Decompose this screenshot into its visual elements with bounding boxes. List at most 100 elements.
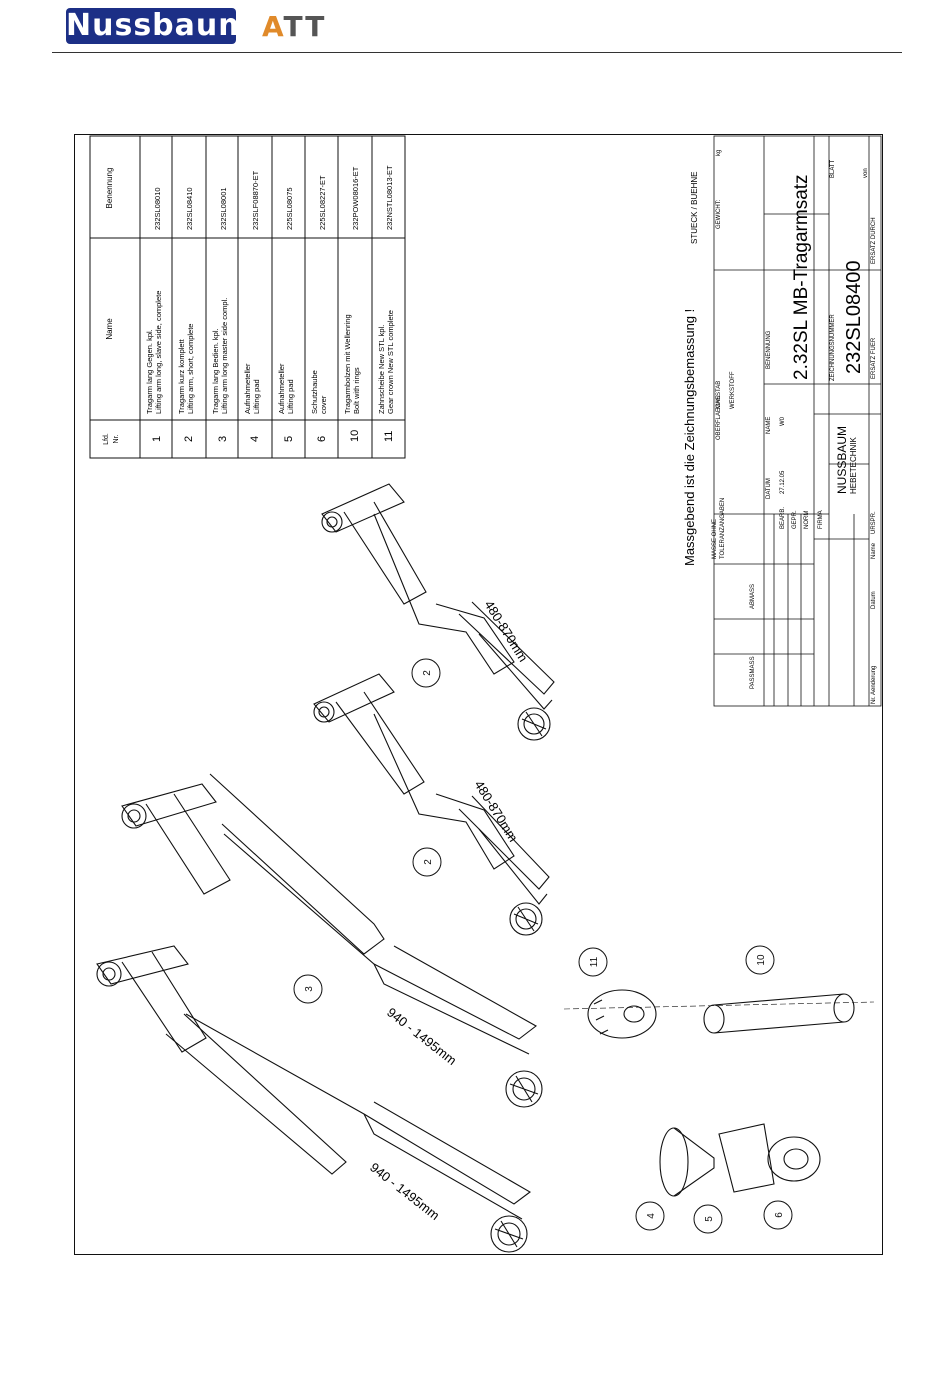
label-ersatz-fuer: ERSATZ FUER <box>871 337 877 379</box>
label-datum-row: Datum <box>871 591 877 609</box>
callout-10-label: 10 <box>756 954 767 966</box>
part-name-de: Schutzhaube <box>310 370 319 414</box>
part-code: 232SL08010 <box>153 187 162 230</box>
label-masse-ohne: MASSE OHNE <box>712 519 718 559</box>
label-blatt: BLATT <box>830 159 836 178</box>
drawing-number: 232SL08400 <box>843 261 865 374</box>
callout-2-mid-circle <box>412 847 442 877</box>
part-code: 225SL08227-ET <box>318 175 327 230</box>
label-gepr: GEPR. <box>792 510 798 529</box>
callout-4-label: 4 <box>646 1213 657 1219</box>
part-number: 3 <box>217 436 229 442</box>
part-name-de: Aufnahmeteller <box>243 363 252 414</box>
company-subtitle: HEBETECHNIK <box>849 436 858 494</box>
part-number: 2 <box>183 436 195 442</box>
parts-table: Benennung Name Lfd. Nr. 232SL08010Tragar… <box>89 135 406 459</box>
label-nr-aenderung: Nr. Aenderung <box>871 666 877 704</box>
long-arm-1 <box>96 945 531 1253</box>
part-name-en: Lifting arm long master side compl. <box>220 298 229 414</box>
dim-long-arm-1: 940 - 1495mm <box>367 1160 442 1223</box>
att-logo: ATT <box>262 10 327 43</box>
gear-crown <box>587 989 657 1039</box>
nussbaum-logo: Nussbaum <box>66 8 251 44</box>
label-name: NAME <box>766 417 772 434</box>
lifting-pad <box>659 1127 715 1197</box>
header-rule <box>52 52 902 53</box>
part-name-en: Lifting pad <box>252 379 261 414</box>
label-toleranzangaben: TOLERANZANGABEN <box>720 498 726 559</box>
header-number-nr: Nr. <box>113 434 120 443</box>
part-code: 232POW08016-ET <box>351 166 360 230</box>
callout-6-circle <box>763 1200 793 1230</box>
part-name-en: Lifting arm long, slave side, complete <box>154 291 163 414</box>
label-werkstoff: WERKSTOFF <box>730 371 736 409</box>
part-name-en: Bolt with rings <box>352 367 361 414</box>
pad-insert <box>718 1123 775 1193</box>
drawing-notice: Massgebend ist die Zeichnungsbemassung ! <box>682 309 697 566</box>
part-name-de: Tragarm lang Gegen. kpl. <box>145 329 154 414</box>
long-arm-3 <box>121 773 543 1108</box>
part-code: 232SL08410 <box>185 187 194 230</box>
label-benennung: BENENNUNG <box>766 330 772 369</box>
header-number-lfd: Lfd. <box>103 433 110 445</box>
label-name-row: Name <box>871 542 877 559</box>
dimension-labels: 480-870mm 480-870mm 940 - 1495mm 940 - 1… <box>367 598 531 1223</box>
dim-long-arm-3: 940 - 1495mm <box>384 1005 459 1068</box>
part-name-en: Lifting pad <box>286 379 295 414</box>
callout-3-circle <box>293 974 323 1004</box>
label-passmass: PASSMASS <box>750 656 756 689</box>
part-code: 232SL08001 <box>219 187 228 230</box>
cover <box>767 1136 821 1182</box>
callout-10-circle <box>745 945 775 975</box>
label-gewicht: GEWICHT: <box>716 199 722 229</box>
label-norm: NORM <box>804 511 810 529</box>
part-name-en: Lifting arm, short, complete <box>186 324 195 414</box>
label-zeichnungsnummer: ZEICHNUNGSNUMMER <box>830 314 836 381</box>
drawing-title: 2.32SL MB-Tragarmsatz <box>791 174 812 380</box>
label-datum: DATUM <box>766 478 772 499</box>
part-number: 4 <box>249 436 261 442</box>
label-stueck: STUECK / BUEHNE <box>690 172 699 244</box>
header-name: Name <box>105 318 114 340</box>
bolt-with-rings <box>563 993 875 1034</box>
header-designation: Benennung <box>105 168 114 209</box>
label-oberflaeche: OBERFLAECHE <box>716 395 722 440</box>
callout-2-mid-label: 2 <box>423 859 434 865</box>
bearb-date: 27.12.05 <box>780 470 786 494</box>
title-block-text: STUECK / BUEHNE GEWICHT: kg MASSTAB OBER… <box>690 150 877 704</box>
bearb-name: W0 <box>780 416 786 426</box>
callout-3-label: 3 <box>304 986 315 992</box>
part-name-de: Zahnscheibe New STL kpl. <box>377 325 386 414</box>
callout-2-top-circle <box>411 658 441 688</box>
part-number: 10 <box>349 430 361 442</box>
title-block <box>713 135 882 707</box>
callout-6-label: 6 <box>774 1212 785 1218</box>
label-kg: kg <box>716 150 722 156</box>
short-arm-mid <box>313 673 550 936</box>
part-number: 11 <box>383 431 395 442</box>
callout-2-top-label: 2 <box>422 670 433 676</box>
part-code: 225SL08075 <box>285 187 294 230</box>
callout-4-circle <box>635 1201 665 1231</box>
parts-illustrations <box>96 483 875 1253</box>
label-ersatz-durch: ERSATZ DURCH <box>871 217 877 264</box>
dim-short-arm-top: 480-870mm <box>481 598 530 665</box>
technical-drawing: Benennung Name Lfd. Nr. 232SL08010Tragar… <box>74 134 883 1255</box>
part-name-en: Gear crown New STL complete <box>386 310 395 414</box>
part-name-de: Aufnahmeteller <box>277 363 286 414</box>
label-bearb: BEARB. <box>780 507 786 529</box>
label-abmass: ABMASS <box>750 584 756 609</box>
label-firma: FIRMA <box>818 510 824 529</box>
header-number: Lfd. <box>103 433 110 445</box>
part-code: 232SLF08870-ET <box>251 170 260 230</box>
label-massstab: MASSTAB <box>716 381 722 409</box>
part-code: 232NSTL08013-ET <box>385 165 394 230</box>
label-von: von <box>863 168 869 178</box>
callout-11-circle <box>578 947 608 977</box>
part-name-de: Tragarmbolzen mit Wellenring <box>343 314 352 414</box>
callout-balloons: 12234561011 <box>293 658 793 1234</box>
part-name-de: Tragarm lang Bedien. kpl. <box>211 328 220 414</box>
drawing-frame <box>74 134 883 1255</box>
part-number: 6 <box>316 436 328 442</box>
